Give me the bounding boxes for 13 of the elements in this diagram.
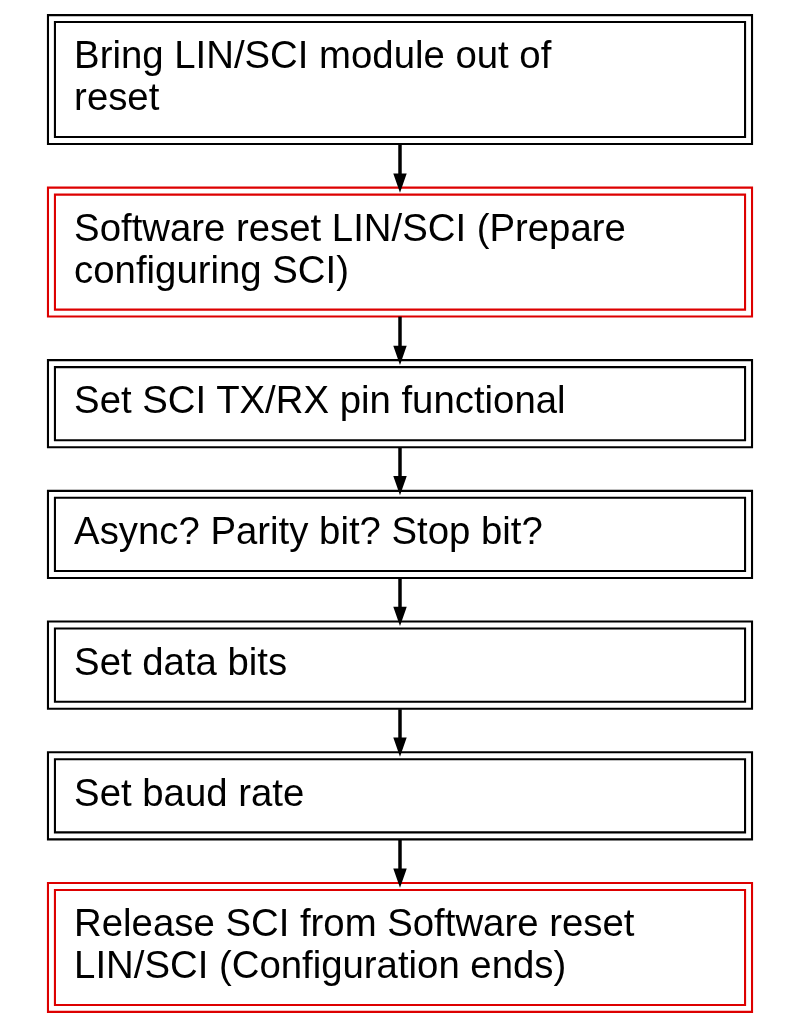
arrow [393, 447, 407, 496]
node-box: Release SCI from Software reset LIN/SCI (Configuration ends) [46, 881, 754, 1013]
node-box: Async? Parity bit? Stop bit? [46, 489, 754, 580]
node-box: Set SCI TX/RX pin functional [46, 359, 754, 449]
node-box: Bring LIN/SCI module out of reset [46, 14, 754, 146]
node-box: Set data bits [46, 620, 754, 710]
arrow [393, 709, 407, 757]
arrow [393, 144, 407, 193]
arrow [393, 578, 407, 627]
node-box: Software reset LIN/SCI (Prepare configuring SCI) [46, 186, 754, 318]
arrow [393, 839, 407, 888]
arrow [393, 316, 407, 365]
node-box: Set baud rate [46, 751, 754, 841]
